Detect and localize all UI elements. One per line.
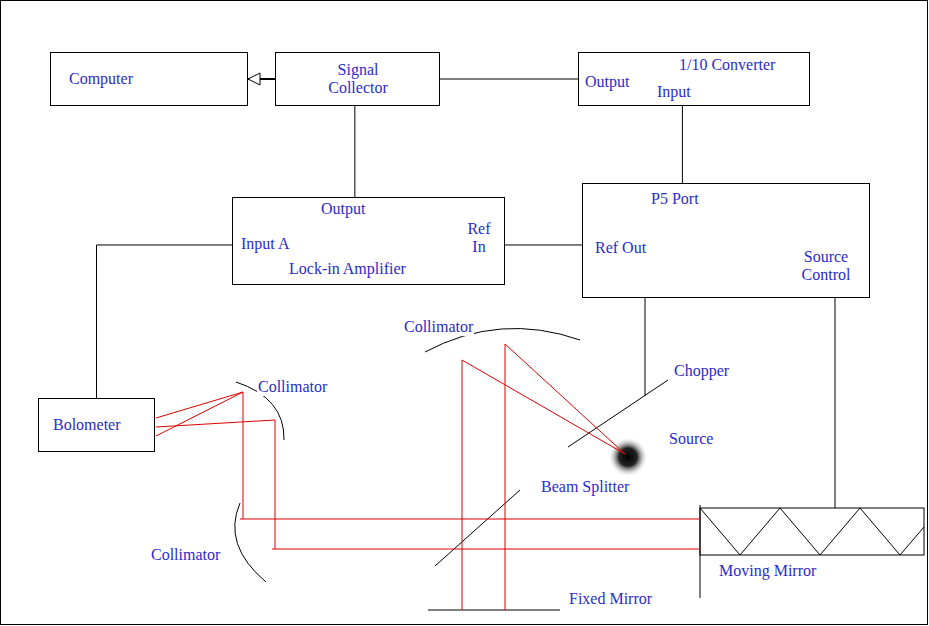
light-ray [462,360,625,454]
part-label: Collimator [150,546,221,564]
component-box: Signal Collector [275,52,440,106]
box-label: Ref In [459,220,499,256]
component-box: P5 PortRef OutSource Control [582,183,870,298]
box-label: Computer [69,70,133,88]
box-label: Output [585,73,629,91]
chopper-blade [568,380,668,447]
signal-wire [248,78,275,80]
part-label: Fixed Mirror [568,590,653,608]
part-label: Chopper [673,362,730,380]
component-box: OutputInput A Ref In Lock-in Amplifier [232,197,505,285]
light-ray [462,360,463,610]
light-ray [505,344,506,610]
fixed-mirror [428,610,560,611]
light-ray [275,420,276,549]
box-label: Source Control [789,248,863,284]
signal-wire [505,244,582,245]
light-ray [505,344,625,454]
chopper-wire [645,298,646,396]
signal-wire [682,106,683,183]
beam-splitter [435,490,520,566]
light-ray [156,392,243,436]
part-label: Moving Mirror [718,562,817,580]
signal-wire [97,245,233,398]
part-label: Beam Splitter [540,478,604,496]
signal-wire [440,79,578,80]
box-label: Input [657,83,691,101]
box-label: Lock-in Amplifier [289,260,406,278]
mirror-drive [700,508,924,555]
component-box: Bolometer [38,398,155,452]
part-label: Source [668,430,714,448]
light-ray [272,549,700,550]
collimator-mirror [235,503,266,582]
source-control-wire [835,298,836,508]
box-label: Ref Out [595,239,646,257]
part-label: Collimator [403,318,474,336]
source-lamp [608,437,648,477]
part-label: Collimator [257,378,328,396]
light-ray [156,420,275,427]
light-ray [243,392,244,519]
box-label: Input A [241,235,289,253]
box-label: 1/10 Converter [679,56,775,74]
box-label: Bolometer [53,416,121,434]
box-label: Signal Collector [308,61,408,97]
light-ray [240,519,700,520]
component-box: Computer [50,52,248,106]
box-label: Output [321,200,365,218]
signal-wire [354,106,355,197]
component-box: Output 1/10 ConverterInput [578,52,810,106]
drive-screw [700,508,924,555]
box-label: P5 Port [651,190,699,208]
